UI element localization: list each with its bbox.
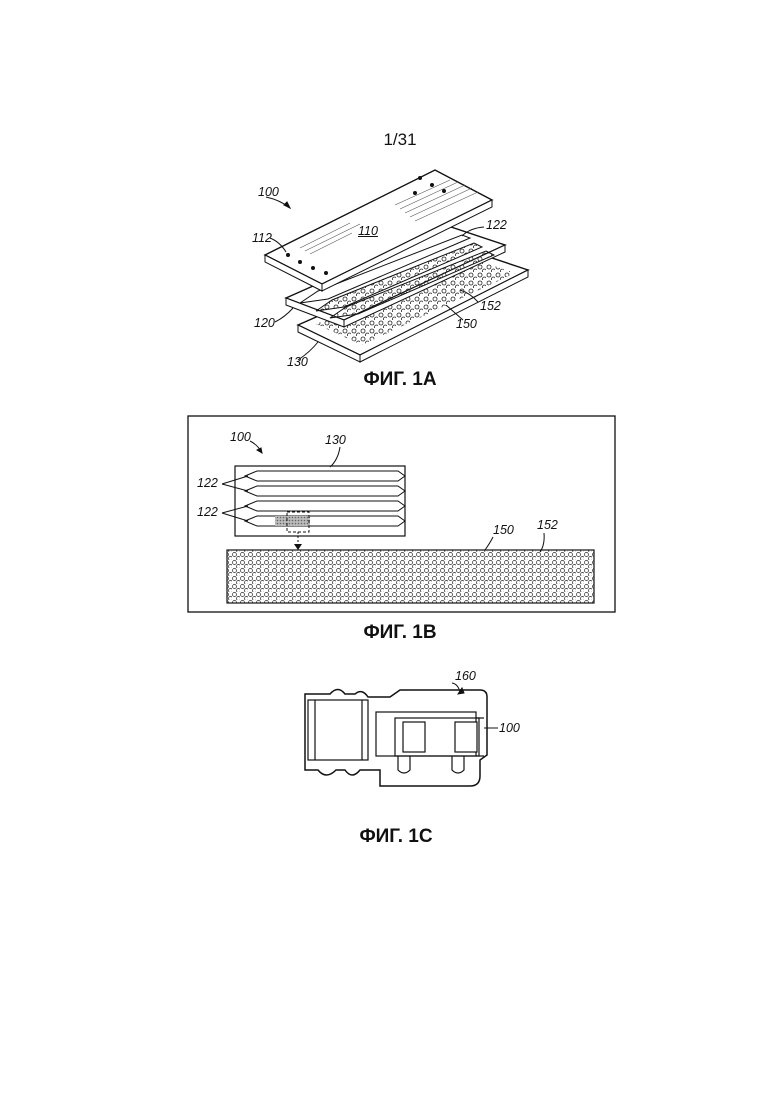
fig1b-ref-122-lower: 122 [197, 505, 218, 519]
fig1c-ref-160: 160 [455, 669, 476, 683]
fig1a-ref-120: 120 [254, 316, 275, 330]
fig1a-ref-150: 150 [456, 317, 477, 331]
fig1a-ref-130: 130 [287, 355, 308, 369]
fig1a-ref-152: 152 [480, 299, 501, 313]
fig1a-ref-112: 112 [252, 231, 272, 245]
fig1b-ref-150: 150 [493, 523, 514, 537]
fig1b-ref-122-upper: 122 [197, 476, 218, 490]
figure-1b-caption: ФИГ. 1В [300, 622, 500, 644]
fig1a-ref-122: 122 [486, 218, 507, 232]
fig1a-ref-110: 110 [358, 224, 378, 238]
fig1a-ref-100: 100 [258, 185, 279, 199]
figure-1a-caption: ФИГ. 1А [300, 369, 500, 391]
fig1b-ref-100: 100 [230, 430, 251, 444]
fig1b-ref-130: 130 [325, 433, 346, 447]
fig1b-ref-152: 152 [537, 518, 558, 532]
fig1c-ref-100: 100 [499, 721, 520, 735]
figure-1c-caption: ФИГ. 1С [296, 826, 496, 848]
